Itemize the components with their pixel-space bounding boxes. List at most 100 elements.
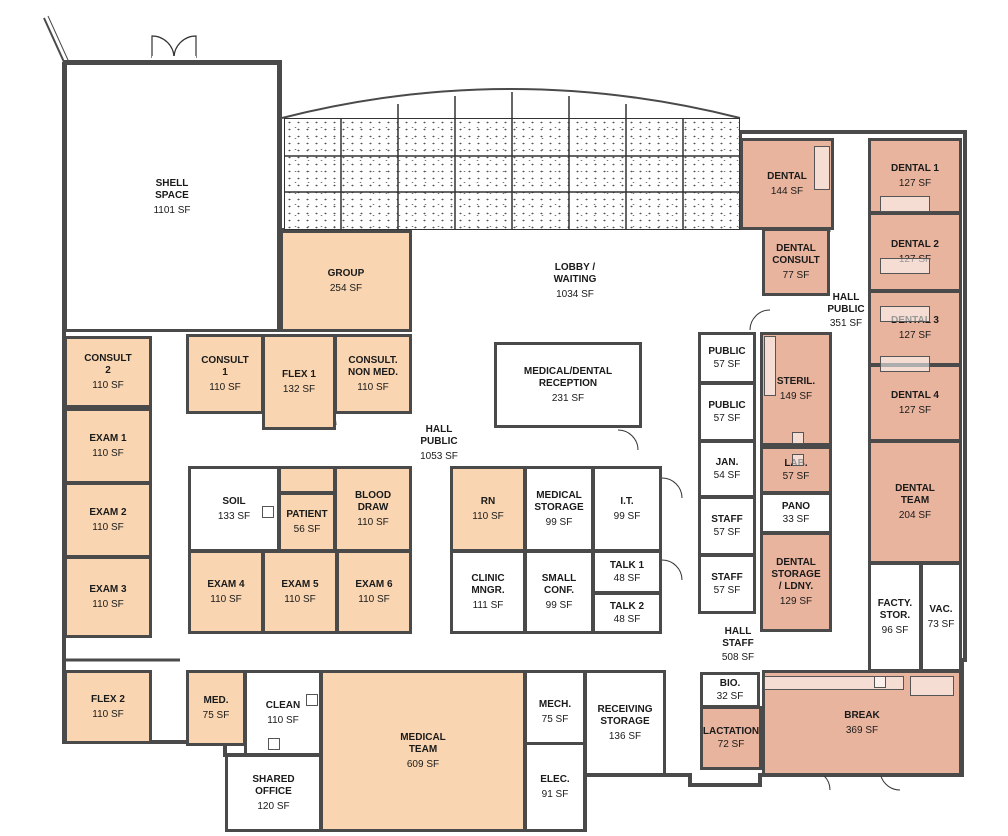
- room-faculty-storage[interactable]: FACTY. STOR. 96 SF: [868, 562, 922, 672]
- room-area: 110 SF: [92, 598, 124, 610]
- room-area: 110 SF: [472, 510, 504, 522]
- room-lactation[interactable]: LACTATION 72 SF: [700, 706, 762, 770]
- room-lobby-waiting[interactable]: LOBBY / WAITING 1034 SF: [500, 262, 650, 301]
- room-area: 110 SF: [92, 379, 124, 391]
- room-name: FLEX 1: [282, 368, 316, 380]
- sink-icon: [792, 454, 804, 466]
- room-exam-1[interactable]: EXAM 1 110 SF: [64, 408, 152, 484]
- room-area: 110 SF: [357, 516, 389, 528]
- room-name: EXAM 5: [281, 578, 319, 590]
- room-name: CONSULT. NON MED.: [348, 354, 398, 378]
- room-hall-staff[interactable]: HALL STAFF 508 SF: [708, 626, 768, 664]
- room-name: STERIL.: [776, 375, 816, 387]
- room-it[interactable]: I.T. 99 SF: [592, 466, 662, 552]
- room-consult-non-med[interactable]: CONSULT. NON MED. 110 SF: [334, 334, 412, 414]
- room-exam-3[interactable]: EXAM 3 110 SF: [64, 556, 152, 638]
- room-area: 110 SF: [284, 593, 316, 605]
- room-area: 110 SF: [267, 714, 299, 726]
- room-name: EXAM 4: [207, 578, 245, 590]
- room-public-restroom-2[interactable]: PUBLIC 57 SF: [698, 382, 756, 442]
- room-clinic-manager[interactable]: CLINIC MNGR. 111 SF: [450, 550, 526, 634]
- room-exam-5[interactable]: EXAM 5 110 SF: [262, 550, 338, 634]
- room-talk-2[interactable]: TALK 2 48 SF: [592, 592, 662, 634]
- room-area: 129 SF: [779, 595, 813, 607]
- room-staff-restroom-2[interactable]: STAFF 57 SF: [698, 554, 756, 614]
- room-dental-team[interactable]: DENTAL TEAM 204 SF: [868, 440, 962, 564]
- room-rn[interactable]: RN 110 SF: [450, 466, 526, 552]
- room-name: RECEIVING STORAGE: [597, 703, 653, 727]
- room-name: EXAM 3: [89, 583, 127, 595]
- room-area: 99 SF: [545, 599, 573, 611]
- room-flex-2[interactable]: FLEX 2 110 SF: [64, 670, 152, 744]
- room-name: PUBLIC: [708, 345, 746, 357]
- room-area: 1101 SF: [153, 204, 191, 216]
- room-bio[interactable]: BIO. 32 SF: [700, 672, 760, 708]
- room-name: GROUP: [327, 267, 365, 279]
- room-small-conference[interactable]: SMALL CONF. 99 SF: [524, 550, 594, 634]
- room-hall-public-main[interactable]: HALL PUBLIC 1053 SF: [400, 424, 478, 463]
- room-patient-vestibule: [278, 466, 336, 494]
- dental-chair-icon: [880, 356, 930, 372]
- room-name: DENTAL 4: [891, 389, 939, 401]
- room-area: 57 SF: [713, 526, 741, 538]
- room-name: DENTAL 1: [891, 162, 939, 174]
- room-shell-space[interactable]: SHELL SPACE 1101 SF: [64, 62, 280, 332]
- room-area: 91 SF: [541, 788, 569, 800]
- room-name: TALK 1: [609, 559, 645, 571]
- room-name: CLINIC MNGR.: [471, 572, 505, 596]
- room-area: 110 SF: [358, 593, 390, 605]
- room-area: 204 SF: [898, 509, 932, 521]
- room-area: 72 SF: [717, 738, 745, 750]
- room-consult-2[interactable]: CONSULT 2 110 SF: [64, 336, 152, 408]
- room-dental-4[interactable]: DENTAL 4 127 SF: [868, 364, 962, 442]
- sink-icon: [262, 506, 274, 518]
- room-exam-2[interactable]: EXAM 2 110 SF: [64, 482, 152, 558]
- room-area: 149 SF: [779, 390, 813, 402]
- room-exam-6[interactable]: EXAM 6 110 SF: [336, 550, 412, 634]
- room-medical-storage[interactable]: MEDICAL STORAGE 99 SF: [524, 466, 594, 552]
- room-area: 75 SF: [541, 713, 569, 725]
- room-vacuum[interactable]: VAC. 73 SF: [920, 562, 962, 672]
- room-name: PANO: [781, 500, 811, 512]
- room-blood-draw[interactable]: BLOOD DRAW 110 SF: [334, 466, 412, 552]
- room-area: 369 SF: [845, 724, 879, 736]
- steril-counter-icon: [764, 336, 776, 396]
- room-dental-storage-laundry[interactable]: DENTAL STORAGE / LDNY. 129 SF: [760, 532, 832, 632]
- room-janitor[interactable]: JAN. 54 SF: [698, 440, 756, 498]
- room-exam-4[interactable]: EXAM 4 110 SF: [188, 550, 264, 634]
- room-clean[interactable]: CLEAN 110 SF: [244, 670, 322, 756]
- room-area: 99 SF: [545, 516, 573, 528]
- room-area: 57 SF: [713, 584, 741, 596]
- room-name: RN: [480, 495, 496, 507]
- room-medical-team[interactable]: MEDICAL TEAM 609 SF: [320, 670, 526, 832]
- room-area: 508 SF: [721, 652, 755, 663]
- room-hall-public-east[interactable]: HALL PUBLIC 351 SF: [818, 292, 874, 330]
- room-area: 48 SF: [613, 572, 641, 584]
- room-public-restroom-1[interactable]: PUBLIC 57 SF: [698, 332, 756, 384]
- room-elec[interactable]: ELEC. 91 SF: [524, 742, 586, 832]
- refrigerator-icon: [910, 676, 954, 696]
- room-medical-dental-reception[interactable]: MEDICAL/DENTAL RECEPTION 231 SF: [494, 342, 642, 428]
- room-shared-office[interactable]: SHARED OFFICE 120 SF: [225, 754, 322, 832]
- room-name: DENTAL TEAM: [895, 482, 935, 506]
- room-med[interactable]: MED. 75 SF: [186, 670, 246, 746]
- room-area: 120 SF: [257, 800, 290, 812]
- room-area: 57 SF: [713, 412, 741, 424]
- dental-chair-icon: [814, 146, 830, 190]
- room-flex-1[interactable]: FLEX 1 132 SF: [262, 334, 336, 430]
- room-dental-consult[interactable]: DENTAL CONSULT 77 SF: [762, 228, 830, 296]
- room-talk-1[interactable]: TALK 1 48 SF: [592, 550, 662, 594]
- room-dental-3[interactable]: DENTAL 3 127 SF: [868, 290, 962, 366]
- room-group[interactable]: GROUP 254 SF: [280, 230, 412, 332]
- dental-chair-icon: [880, 306, 930, 322]
- room-area: 136 SF: [608, 730, 642, 742]
- room-consult-1[interactable]: CONSULT 1 110 SF: [186, 334, 264, 414]
- room-staff-restroom-1[interactable]: STAFF 57 SF: [698, 496, 756, 556]
- room-dental-2[interactable]: DENTAL 2 127 SF: [868, 212, 962, 292]
- sink-icon: [874, 676, 886, 688]
- room-pano[interactable]: PANO 33 SF: [760, 492, 832, 534]
- room-patient[interactable]: PATIENT 56 SF: [278, 492, 336, 552]
- room-area: 33 SF: [782, 513, 810, 525]
- room-receiving-storage[interactable]: RECEIVING STORAGE 136 SF: [584, 670, 666, 776]
